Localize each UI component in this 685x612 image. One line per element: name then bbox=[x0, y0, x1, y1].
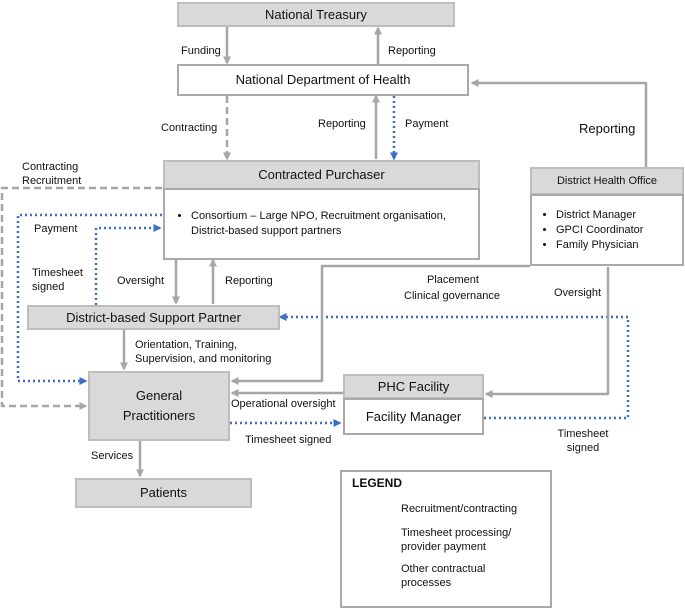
payment-left-label: Payment bbox=[34, 223, 78, 235]
reporting-dho-label: Reporting bbox=[579, 121, 636, 136]
contracted-purchaser-header: Contracted Purchaser bbox=[163, 160, 480, 190]
legend-item-label: Recruitment/contracting bbox=[401, 503, 518, 515]
legend-item-label: Timesheet processing/ provider payment bbox=[401, 527, 512, 553]
placement-label: Placement bbox=[427, 274, 479, 286]
payment-ndoh-label: Payment bbox=[405, 118, 449, 130]
phc-facility-header: PHC Facility bbox=[343, 374, 484, 399]
district-support-partner-box: District-based Support Partner bbox=[27, 305, 280, 330]
facility-manager-box: Facility Manager bbox=[343, 398, 484, 435]
legend-box bbox=[340, 470, 552, 608]
contracting-recruitment-label: Contracting Recruitment bbox=[22, 161, 82, 187]
dho-reporting-arrow bbox=[470, 79, 648, 167]
payment-to-gp-arrow bbox=[16, 213, 162, 385]
dho-item: Family Physician bbox=[556, 238, 643, 253]
clinical-governance-label: Clinical governance bbox=[404, 290, 500, 302]
services-label: Services bbox=[91, 450, 134, 462]
reporting-treasury-label: Reporting bbox=[388, 45, 436, 57]
dho-oversight-arrow bbox=[484, 267, 610, 398]
contracted-purchaser-body: Consortium – Large NPO, Recruitment orga… bbox=[163, 188, 480, 260]
patients-label: Patients bbox=[140, 485, 187, 500]
fm-label: Facility Manager bbox=[365, 408, 462, 424]
timesheet-to-purchaser-arrow bbox=[94, 224, 162, 305]
oversight-purchaser-label: Oversight bbox=[117, 275, 165, 287]
ndoh-label: National Department of Health bbox=[235, 72, 411, 87]
orientation-label: Orientation, Training, Supervision, and … bbox=[135, 339, 272, 365]
national-department-of-health-box: National Department of Health bbox=[177, 64, 469, 96]
district-health-office-body: District Manager GPCI Coordinator Family… bbox=[530, 194, 684, 266]
dho-item: GPCI Coordinator bbox=[556, 223, 643, 238]
dsp-label: District-based Support Partner bbox=[66, 309, 241, 325]
national-treasury-box: National Treasury bbox=[177, 2, 455, 27]
gp-label: General Practitioners bbox=[122, 388, 196, 423]
recruitment-arrow bbox=[0, 186, 162, 410]
timesheet-signed-right-label: Timesheet signed bbox=[557, 428, 609, 454]
general-practitioners-box: General Practitioners bbox=[88, 371, 230, 441]
oversight-dho-label: Oversight bbox=[554, 287, 602, 299]
purchaser-bullets: Consortium – Large NPO, Recruitment orga… bbox=[177, 209, 466, 239]
national-treasury-label: National Treasury bbox=[265, 6, 367, 22]
dho-items: District Manager GPCI Coordinator Family… bbox=[542, 208, 643, 253]
placement-arrow bbox=[230, 264, 530, 385]
contracting-label: Contracting bbox=[161, 122, 218, 134]
timesheet-signed-gp-label: Timesheet signed bbox=[245, 434, 332, 446]
timesheet-signed-left-label: Timesheet signed bbox=[32, 267, 83, 293]
district-health-office-header: District Health Office bbox=[530, 167, 684, 195]
dho-label: District Health Office bbox=[556, 175, 658, 187]
contracted-purchaser-label: Contracted Purchaser bbox=[258, 167, 385, 182]
legend-item-label: Other contractual processes bbox=[401, 563, 486, 589]
timesheet-to-dsp-arrow bbox=[278, 313, 630, 420]
dho-item: District Manager bbox=[556, 208, 643, 223]
legend-title: LEGEND bbox=[352, 476, 403, 490]
patients-box: Patients bbox=[75, 478, 252, 508]
operational-oversight-label: Operational oversight bbox=[231, 398, 336, 410]
purchaser-bullet-item: Consortium – Large NPO, Recruitment orga… bbox=[191, 209, 466, 239]
phc-label: PHC Facility bbox=[377, 378, 450, 394]
funding-label: Funding bbox=[181, 45, 221, 57]
reporting-purchaser-label: Reporting bbox=[225, 275, 273, 287]
reporting-ndoh-label: Reporting bbox=[318, 118, 366, 130]
